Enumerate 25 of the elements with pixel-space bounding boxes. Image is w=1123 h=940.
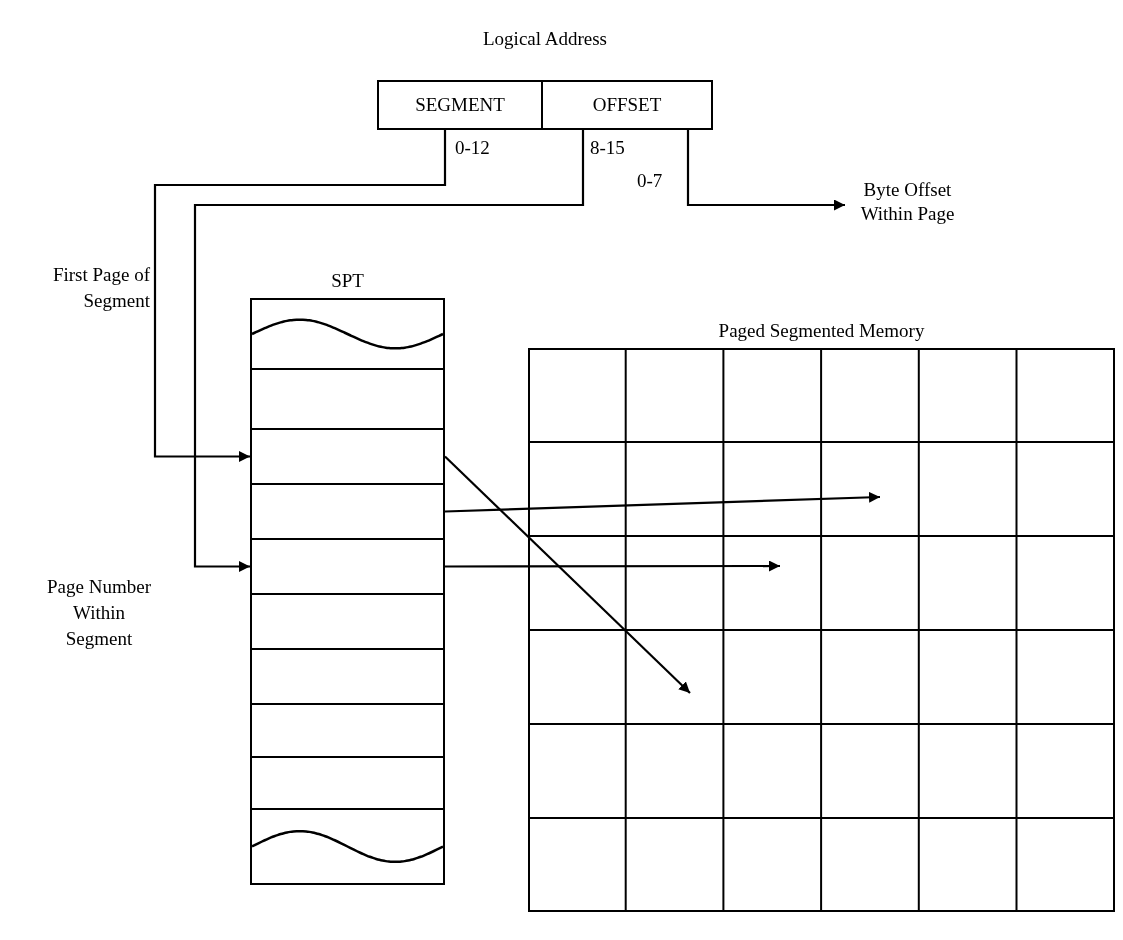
table-row xyxy=(250,368,445,430)
table-row xyxy=(250,428,445,485)
table-row-wavy xyxy=(250,298,445,370)
table-row xyxy=(250,538,445,595)
byte-offset-text: Byte Offset Within Page xyxy=(845,178,970,228)
arrow xyxy=(445,560,780,572)
table-row xyxy=(250,593,445,650)
table-row xyxy=(250,756,445,810)
bit-range-label: 8-15 xyxy=(590,137,625,159)
table-row xyxy=(250,648,445,705)
table-row xyxy=(250,483,445,540)
address-field: OFFSET xyxy=(541,80,713,130)
bit-range-label: 0-7 xyxy=(637,170,663,192)
bit-range-label: 0-12 xyxy=(455,137,490,159)
table-row-wavy xyxy=(250,808,445,885)
arrow xyxy=(444,455,691,694)
arrow xyxy=(686,130,845,211)
table-heading: SPT xyxy=(330,270,365,292)
table-row xyxy=(250,703,445,758)
arrow xyxy=(153,130,447,462)
arrow xyxy=(193,130,585,572)
table-heading: Paged Segmented Memory xyxy=(717,320,926,342)
address-field: SEGMENT xyxy=(377,80,543,130)
arrow xyxy=(444,491,881,513)
address-title: Logical Address xyxy=(483,28,607,50)
